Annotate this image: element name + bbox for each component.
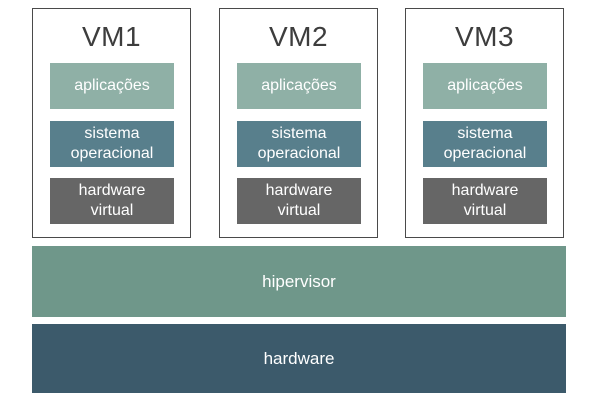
vm3-applications-layer: aplicações xyxy=(423,63,547,109)
vm2-applications-layer: aplicações xyxy=(237,63,361,109)
vm3-virtual-hardware-layer: hardware virtual xyxy=(423,178,547,224)
vm3-title: VM3 xyxy=(454,21,515,52)
vm1-title: VM1 xyxy=(81,21,142,52)
vm1-operating-system-layer: sistema operacional xyxy=(50,121,174,167)
vm2-box: VM2 aplicações sistema operacional hardw… xyxy=(219,8,378,238)
hypervisor-layer: hipervisor xyxy=(32,246,566,317)
vm1-applications-layer: aplicações xyxy=(50,63,174,109)
vm2-title: VM2 xyxy=(268,21,329,52)
vm2-operating-system-layer: sistema operacional xyxy=(237,121,361,167)
vm2-virtual-hardware-layer: hardware virtual xyxy=(237,178,361,224)
vm3-box: VM3 aplicações sistema operacional hardw… xyxy=(405,8,564,238)
hardware-layer: hardware xyxy=(32,324,566,393)
vm1-box: VM1 aplicações sistema operacional hardw… xyxy=(32,8,191,238)
vm1-virtual-hardware-layer: hardware virtual xyxy=(50,178,174,224)
vm3-operating-system-layer: sistema operacional xyxy=(423,121,547,167)
